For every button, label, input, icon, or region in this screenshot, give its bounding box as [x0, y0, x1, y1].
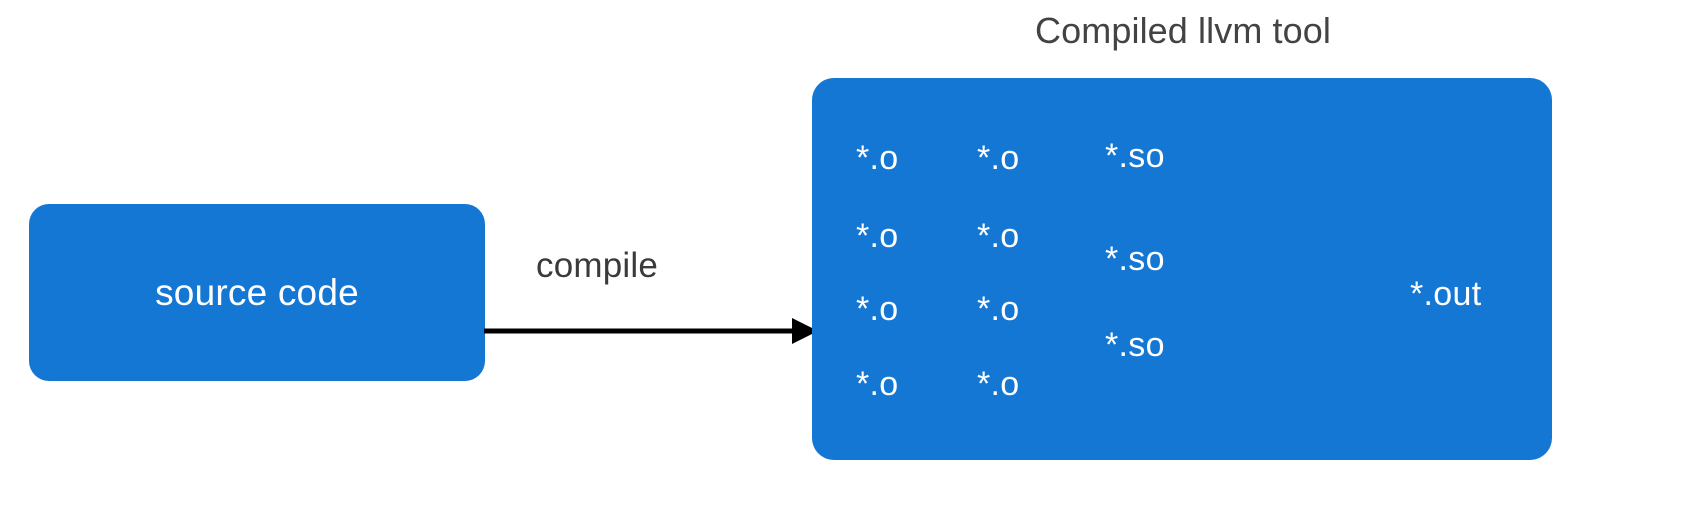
compiled-llvm-tool-box[interactable]: *.o *.o *.so *.o *.o *.so *.o *.o *.so *.o *.o *.ou…: [812, 78, 1552, 460]
source-code-box[interactable]: source code: [29, 204, 485, 381]
artifact-label: *.so: [1105, 240, 1165, 278]
artifact-label: *.so: [1105, 326, 1165, 364]
artifact-label: *.o: [856, 290, 899, 328]
artifact-label: *.o: [977, 139, 1020, 177]
compile-edge-label: compile: [536, 246, 659, 285]
compile-arrow: [484, 318, 818, 344]
artifact-label: *.o: [856, 217, 899, 255]
artifact-label: *.o: [977, 217, 1020, 255]
artifact-label: *.out: [1410, 275, 1482, 313]
artifact-label: *.o: [977, 365, 1020, 403]
artifact-label: *.o: [856, 139, 899, 177]
page-title: Compiled llvm tool: [1035, 10, 1331, 51]
source-code-box-label: source code: [155, 271, 359, 313]
artifact-label: *.o: [977, 290, 1020, 328]
artifact-label: *.o: [856, 365, 899, 403]
artifact-label: *.so: [1105, 137, 1165, 175]
